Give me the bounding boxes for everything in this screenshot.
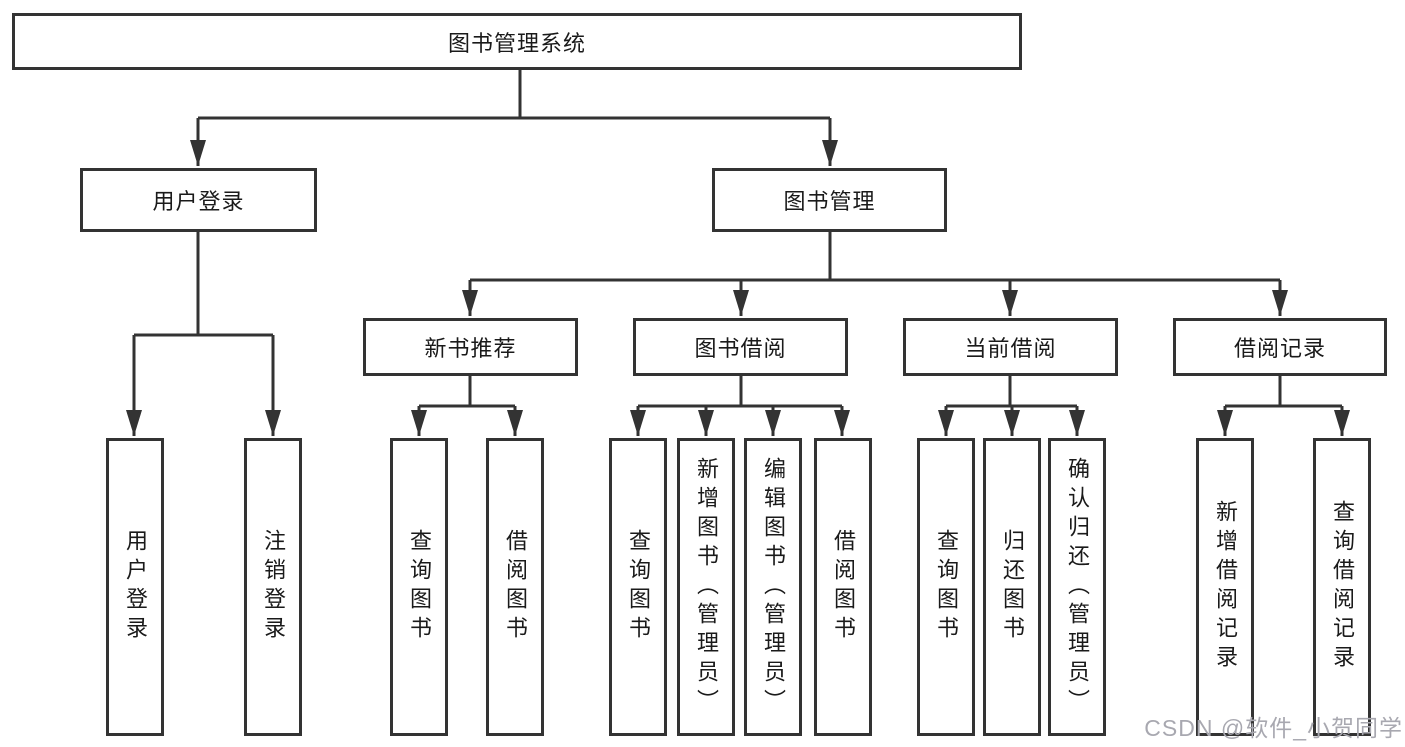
connector-current-borrow-rail: [946, 376, 1077, 408]
leaf-borrow-books-2: 借阅图书: [814, 438, 872, 736]
leaf-query-books-2-label: 查询图书: [626, 529, 651, 645]
node-user-login-label: 用户登录: [152, 189, 245, 214]
leaf-user-login-label: 用户登录: [123, 529, 148, 645]
connector-borrow-records-rail: [1225, 376, 1342, 408]
leaf-confirm-return-admin: 确认归还（管理员）: [1048, 438, 1106, 736]
leaf-add-borrow-record-label: 新增借阅记录: [1213, 500, 1238, 674]
node-new-book-recommend-label: 新书推荐: [424, 336, 517, 361]
connector-book-management-rail: [470, 232, 1280, 282]
leaf-edit-book-admin: 编辑图书（管理员）: [744, 438, 802, 736]
connector-new-book-rail: [419, 376, 515, 408]
leaf-query-books-1-label: 查询图书: [407, 529, 432, 645]
node-current-borrow-label: 当前借阅: [964, 336, 1057, 361]
leaf-logout: 注销登录: [244, 438, 302, 736]
leaf-add-book-admin-label: 新增图书（管理员）: [694, 456, 719, 718]
leaf-query-books-3-label: 查询图书: [934, 529, 959, 645]
leaf-query-books-1: 查询图书: [390, 438, 448, 736]
node-book-management: 图书管理: [712, 168, 947, 232]
leaf-user-login: 用户登录: [106, 438, 164, 736]
leaf-borrow-books-2-label: 借阅图书: [831, 529, 856, 645]
node-root-label: 图书管理系统: [447, 30, 586, 56]
node-borrow-records: 借阅记录: [1173, 318, 1387, 376]
node-user-login: 用户登录: [80, 168, 317, 232]
leaf-query-borrow-record-label: 查询借阅记录: [1330, 500, 1355, 674]
connector-user-login-rail: [134, 232, 273, 337]
leaf-add-book-admin: 新增图书（管理员）: [677, 438, 735, 736]
leaf-borrow-books-1: 借阅图书: [486, 438, 544, 736]
connector-book-borrow-rail: [638, 376, 842, 408]
leaf-add-borrow-record: 新增借阅记录: [1196, 438, 1254, 736]
leaf-logout-label: 注销登录: [261, 529, 286, 645]
leaf-query-books-2: 查询图书: [609, 438, 667, 736]
leaf-query-books-3: 查询图书: [917, 438, 975, 736]
connector-root-rail: [198, 70, 830, 120]
node-book-management-label: 图书管理: [783, 189, 876, 214]
csdn-watermark: CSDN @软件_小贺同学: [1144, 715, 1403, 741]
leaf-return-book: 归还图书: [983, 438, 1041, 736]
node-new-book-recommend: 新书推荐: [363, 318, 578, 376]
node-borrow-records-label: 借阅记录: [1233, 336, 1326, 361]
leaf-confirm-return-admin-label: 确认归还（管理员）: [1065, 456, 1090, 718]
leaf-edit-book-admin-label: 编辑图书（管理员）: [761, 456, 786, 718]
leaf-borrow-books-1-label: 借阅图书: [503, 529, 528, 645]
leaf-query-borrow-record: 查询借阅记录: [1313, 438, 1371, 736]
node-current-borrow: 当前借阅: [903, 318, 1118, 376]
node-book-borrow: 图书借阅: [633, 318, 848, 376]
leaf-return-book-label: 归还图书: [1000, 529, 1025, 645]
node-book-borrow-label: 图书借阅: [694, 336, 787, 361]
node-root: 图书管理系统: [12, 13, 1022, 70]
